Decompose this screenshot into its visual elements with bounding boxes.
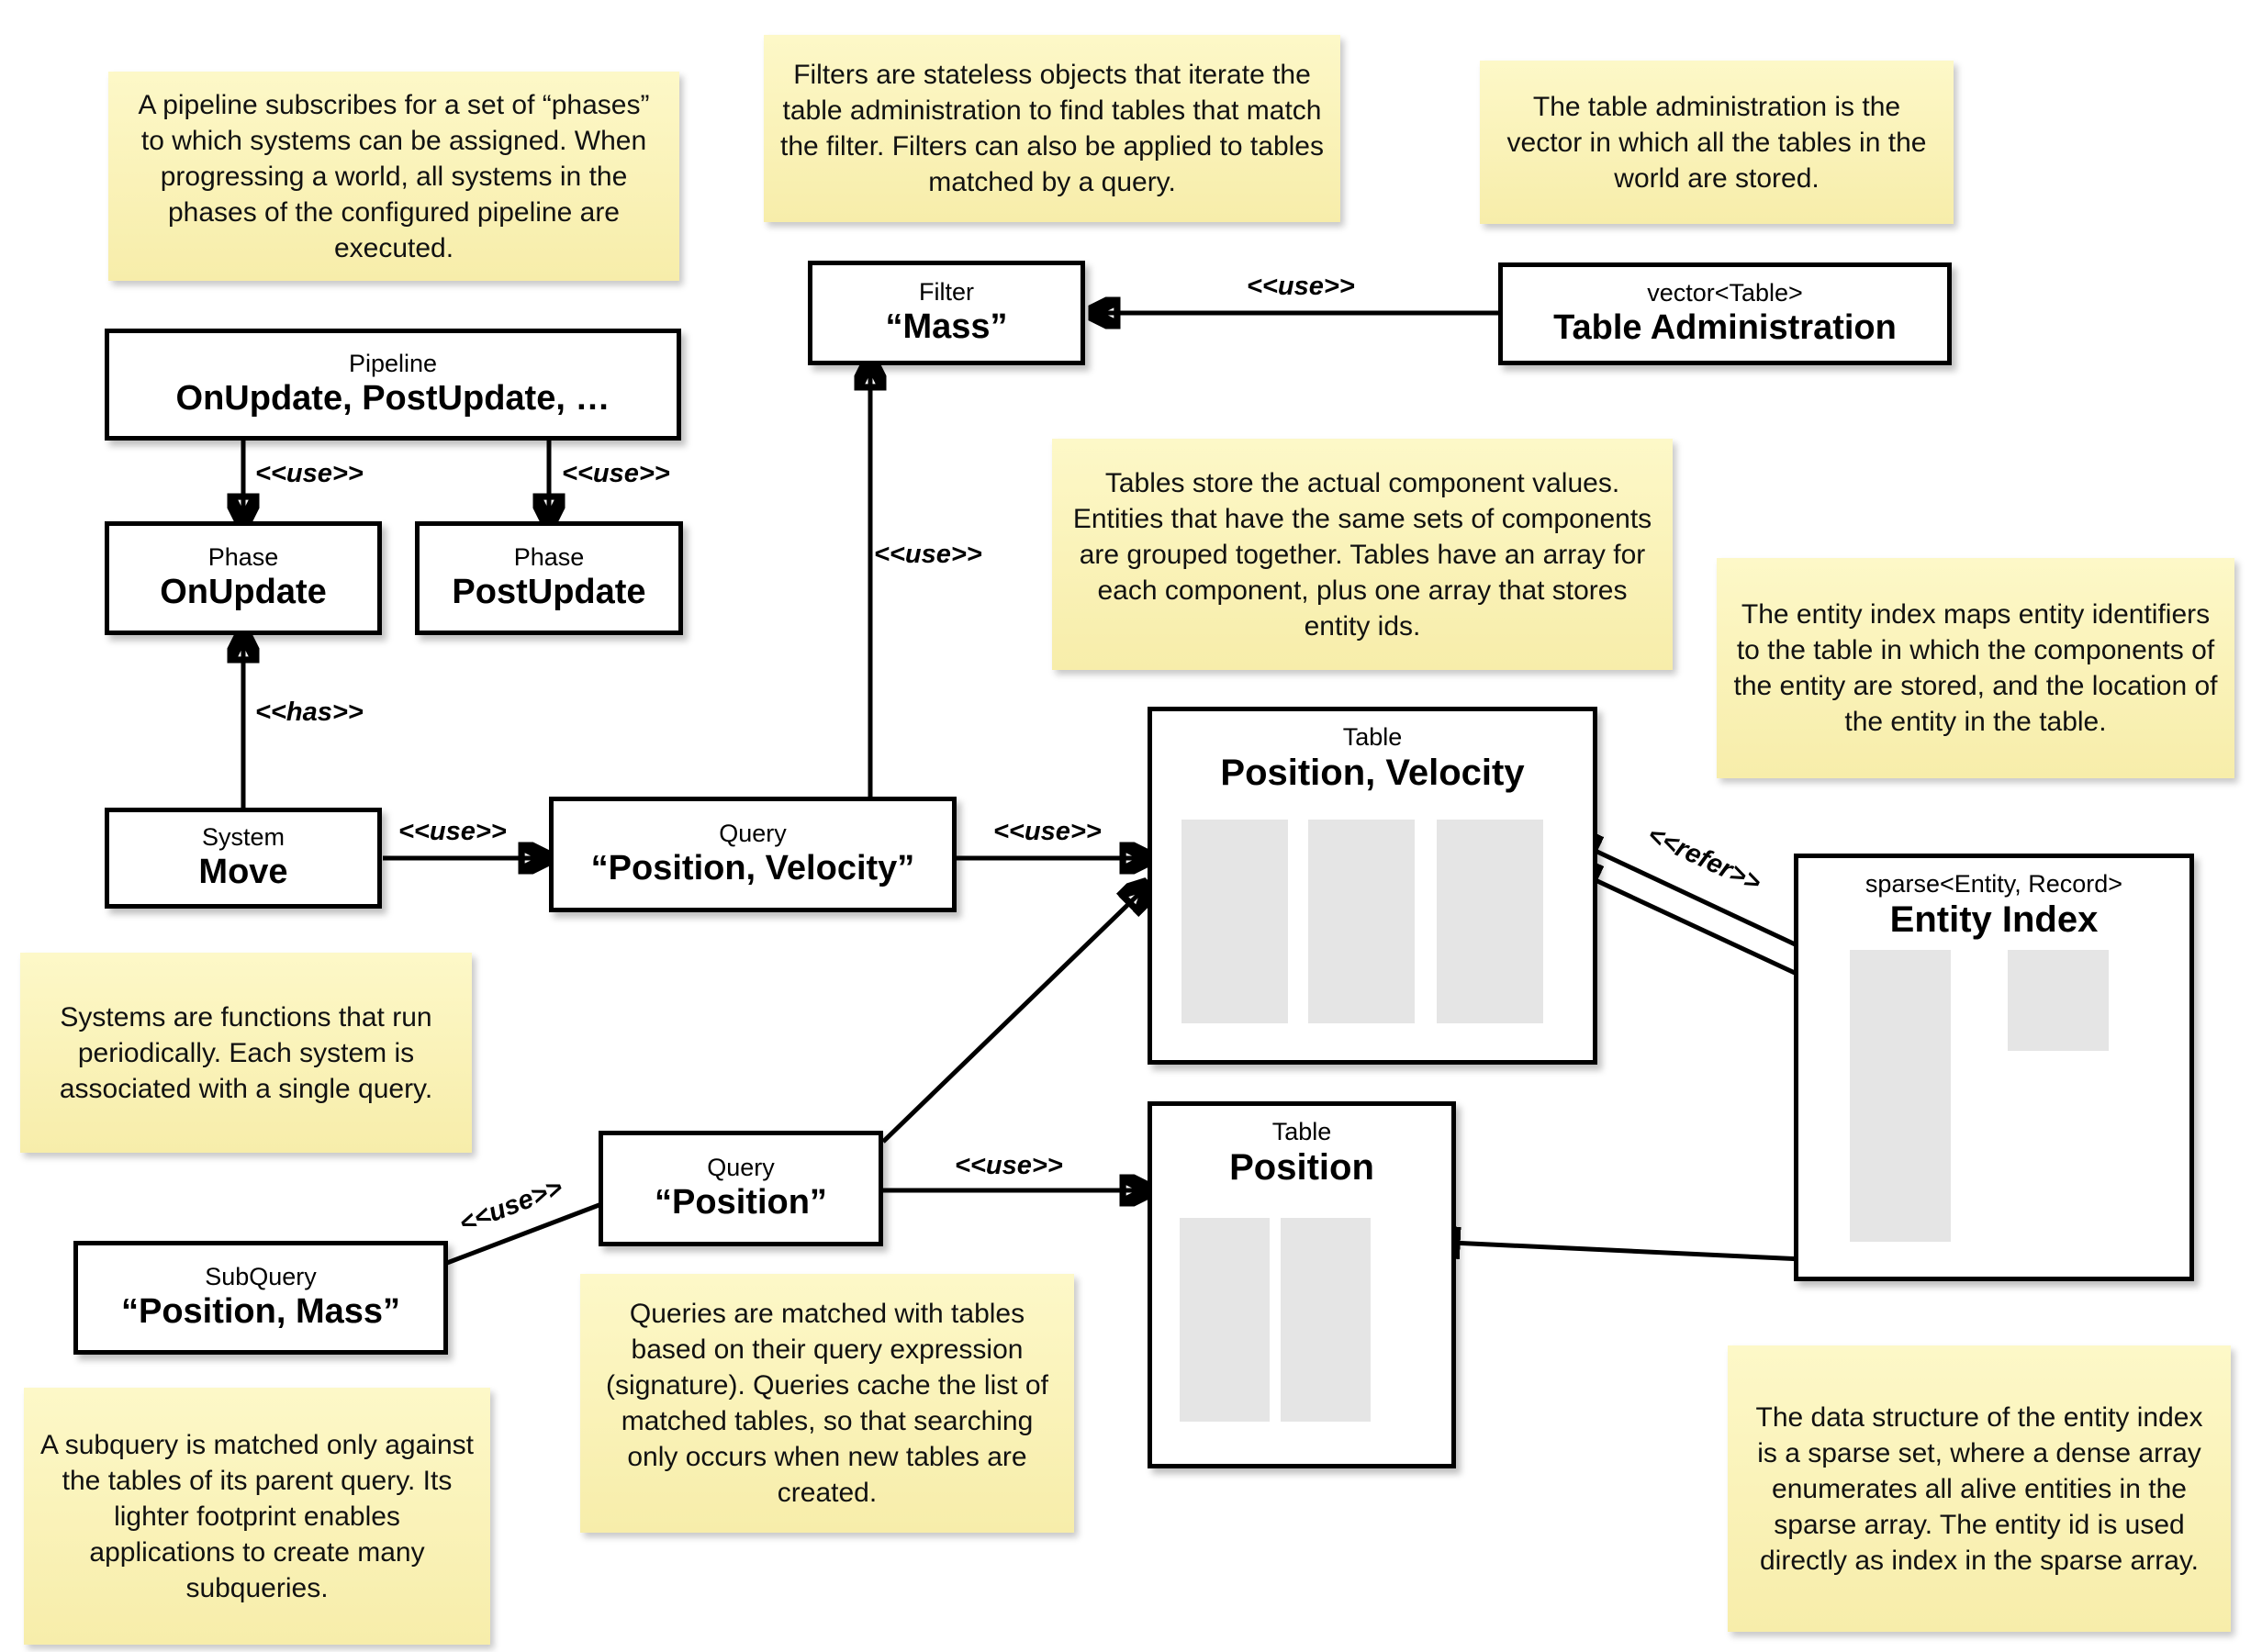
note-tables-text: Tables store the actual component values… xyxy=(1072,467,1652,642)
label-query-pos-use-table: <<use>> xyxy=(955,1151,1063,1180)
box-query-pos-stereotype: Query xyxy=(707,1154,775,1182)
table-position-velocity-header: Table Position, Velocity xyxy=(1152,711,1593,794)
label-pipeline-use-postupdate: <<use>> xyxy=(562,459,670,488)
note-tables: Tables store the actual component values… xyxy=(1052,439,1673,670)
label-admin-use-filter: <<use>> xyxy=(1247,272,1355,301)
box-query-pos-name: “Position” xyxy=(655,1182,827,1222)
box-pipeline[interactable]: Pipeline OnUpdate, PostUpdate, … xyxy=(105,329,681,441)
note-pipeline: A pipeline subscribes for a set of “phas… xyxy=(108,72,679,281)
edge-query-pos-to-table-posvel xyxy=(881,886,1148,1144)
box-table-admin-name: Table Administration xyxy=(1553,307,1897,347)
label-pipeline-use-onupdate: <<use>> xyxy=(255,459,364,488)
box-table-admin-stereotype: vector<Table> xyxy=(1647,279,1803,307)
box-phase-postupdate-stereotype: Phase xyxy=(513,543,585,572)
label-query-use-filter: <<use>> xyxy=(874,540,982,569)
note-filters: Filters are stateless objects that itera… xyxy=(764,35,1340,222)
entity-index-header: sparse<Entity, Record> Entity Index xyxy=(1798,858,2189,941)
box-pipeline-name: OnUpdate, PostUpdate, … xyxy=(175,378,610,418)
table-posvel-column-3 xyxy=(1437,820,1543,1023)
box-query-position[interactable]: Query “Position” xyxy=(599,1131,883,1246)
table-position-stereotype: Table xyxy=(1271,1118,1332,1145)
box-system-move[interactable]: System Move xyxy=(105,808,382,909)
table-position-column-1 xyxy=(1180,1218,1270,1422)
note-pipeline-text: A pipeline subscribes for a set of “phas… xyxy=(138,89,650,263)
table-position-name: Position xyxy=(1229,1146,1374,1188)
table-posvel-column-2 xyxy=(1308,820,1415,1023)
box-phase-onupdate[interactable]: Phase OnUpdate xyxy=(105,521,382,635)
label-query-use-table: <<use>> xyxy=(993,817,1102,846)
box-query-posvel-stereotype: Query xyxy=(719,820,787,848)
entity-index[interactable]: sparse<Entity, Record> Entity Index xyxy=(1794,854,2194,1281)
note-subquery: A subquery is matched only against the t… xyxy=(24,1388,490,1645)
note-table-admin: The table administration is the vector i… xyxy=(1480,61,1954,224)
note-sparse-set: The data structure of the entity index i… xyxy=(1728,1345,2231,1632)
entity-index-dense-array xyxy=(1850,950,1951,1242)
box-filter-mass-name: “Mass” xyxy=(885,307,1008,346)
table-posvel-name: Position, Velocity xyxy=(1220,752,1525,793)
note-systems-text: Systems are functions that run periodica… xyxy=(59,1001,433,1104)
box-phase-postupdate-name: PostUpdate xyxy=(452,572,646,611)
table-posvel-stereotype: Table xyxy=(1342,723,1403,751)
note-queries-text: Queries are matched with tables based on… xyxy=(606,1299,1048,1508)
box-query-position-velocity[interactable]: Query “Position, Velocity” xyxy=(549,797,957,912)
note-subquery-text: A subquery is matched only against the t… xyxy=(40,1429,474,1603)
label-index-refer-table: <<refer>> xyxy=(1642,820,1766,899)
table-position[interactable]: Table Position xyxy=(1148,1101,1456,1468)
label-subquery-use-query: <<use>> xyxy=(454,1173,567,1240)
entity-index-stereotype: sparse<Entity, Record> xyxy=(1864,870,2123,898)
note-entity-index: The entity index maps entity identifiers… xyxy=(1717,558,2234,778)
box-table-administration[interactable]: vector<Table> Table Administration xyxy=(1498,262,1952,365)
box-pipeline-stereotype: Pipeline xyxy=(348,350,438,378)
note-sparse-set-text: The data structure of the entity index i… xyxy=(1755,1401,2203,1576)
note-queries: Queries are matched with tables based on… xyxy=(580,1274,1074,1533)
table-posvel-column-1 xyxy=(1181,820,1288,1023)
note-filters-text: Filters are stateless objects that itera… xyxy=(779,60,1324,197)
box-filter-mass[interactable]: Filter “Mass” xyxy=(808,261,1085,365)
table-position-column-2 xyxy=(1281,1218,1371,1422)
note-systems: Systems are functions that run periodica… xyxy=(20,953,472,1153)
box-subquery-position-mass[interactable]: SubQuery “Position, Mass” xyxy=(73,1241,448,1355)
box-system-move-stereotype: System xyxy=(201,823,286,852)
box-query-posvel-name: “Position, Velocity” xyxy=(590,848,915,887)
label-system-has-phase: <<has>> xyxy=(255,698,364,727)
table-position-velocity[interactable]: Table Position, Velocity xyxy=(1148,707,1597,1065)
entity-index-name: Entity Index xyxy=(1889,899,2099,940)
box-subquery-stereotype: SubQuery xyxy=(205,1263,317,1291)
box-system-move-name: Move xyxy=(198,852,288,891)
box-filter-mass-stereotype: Filter xyxy=(919,278,974,307)
box-phase-postupdate[interactable]: Phase PostUpdate xyxy=(415,521,683,635)
entity-index-sparse-array xyxy=(2008,950,2109,1051)
table-position-header: Table Position xyxy=(1152,1106,1451,1189)
note-table-admin-text: The table administration is the vector i… xyxy=(1506,91,1927,194)
box-phase-onupdate-name: OnUpdate xyxy=(160,572,327,611)
box-subquery-name: “Position, Mass” xyxy=(120,1291,401,1331)
label-system-use-query: <<use>> xyxy=(398,817,507,846)
box-phase-onupdate-stereotype: Phase xyxy=(207,543,279,572)
note-entity-index-text: The entity index maps entity identifiers… xyxy=(1733,599,2218,737)
